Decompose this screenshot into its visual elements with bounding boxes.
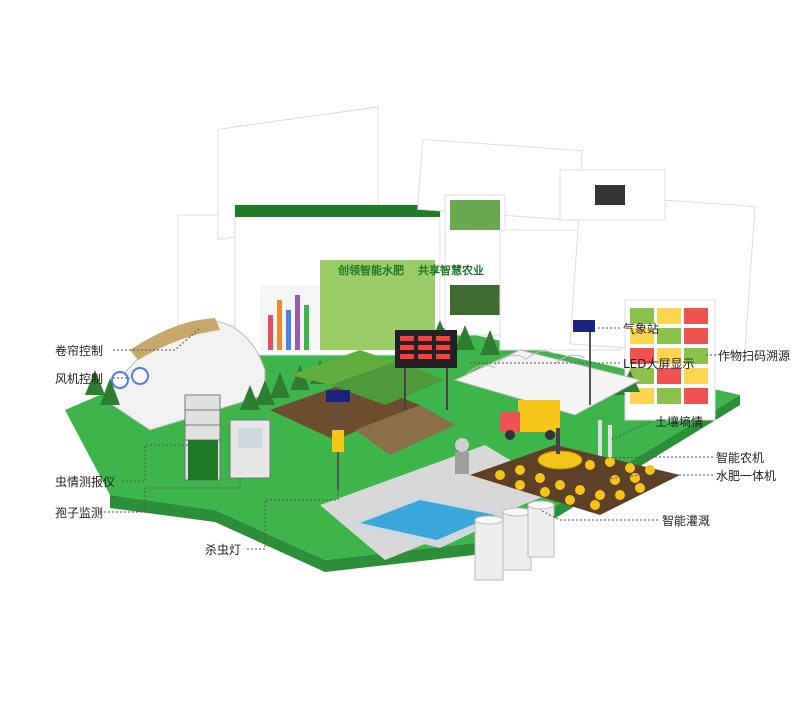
callout-led-display: LED大屏显示 — [623, 357, 695, 371]
led-readout — [400, 336, 450, 359]
machine-antenna — [556, 428, 560, 454]
truck-wheel — [505, 430, 515, 440]
leader-lines — [100, 327, 716, 550]
banner-slogan-right: 共享智慧农业 — [418, 264, 484, 277]
delivery-truck-cargo — [518, 400, 560, 432]
camera-view — [595, 185, 625, 205]
callout-insect-lamp: 杀虫灯 — [205, 543, 242, 557]
crop-trace-grid — [624, 299, 716, 421]
callout-soil-moisture: 土壤墒情 — [655, 415, 704, 429]
callout-smart-irrigation: 智能灌溉 — [662, 514, 711, 528]
water-pool — [360, 500, 495, 540]
fan-icon — [131, 367, 149, 385]
callout-weather-station: 气象站 — [623, 322, 660, 336]
weather-station-solar — [573, 320, 595, 332]
dashboard-photo — [450, 200, 500, 230]
chart-bar — [268, 315, 273, 350]
crop-field — [355, 405, 455, 455]
farmer-figure — [455, 438, 469, 452]
water-tanks — [474, 500, 555, 581]
delivery-truck-cab — [500, 412, 520, 432]
insect-lamp-body — [332, 430, 344, 452]
callout-smart-machine: 智能农机 — [716, 451, 765, 465]
dashboard-photo — [450, 285, 500, 315]
spore-monitor-panel — [238, 428, 262, 448]
crop-field — [330, 360, 445, 405]
callout-fan-control: 风机控制 — [55, 372, 104, 386]
insect-lamp-solar — [326, 390, 350, 402]
callout-insect-forecast: 虫情测报仪 — [55, 475, 116, 489]
chart-bar — [277, 300, 282, 350]
truck-wheel — [545, 430, 555, 440]
soil-moisture-probe — [608, 425, 612, 463]
callout-spore-monitor: 孢子监测 — [55, 506, 104, 520]
chart-bar — [286, 310, 291, 350]
chart-bar — [304, 305, 309, 350]
chart-bar — [295, 295, 300, 350]
dashboard-main-header — [235, 205, 440, 217]
farmer-body — [455, 452, 469, 474]
insect-forecast-base — [188, 440, 218, 480]
orchard-fruit — [495, 457, 655, 510]
callout-crop-trace: 作物扫码溯源 — [718, 349, 791, 363]
callout-curtain-control: 卷帘控制 — [55, 344, 104, 358]
soil-moisture-probe — [598, 420, 602, 460]
crop-field — [290, 350, 395, 385]
curtain-roll — [130, 318, 220, 360]
orchard-plot — [470, 445, 680, 515]
fan-icon — [111, 371, 129, 389]
callout-water-fertilizer: 水肥一体机 — [716, 469, 777, 483]
banner-slogan-left: 创领智能水肥 — [338, 264, 404, 277]
